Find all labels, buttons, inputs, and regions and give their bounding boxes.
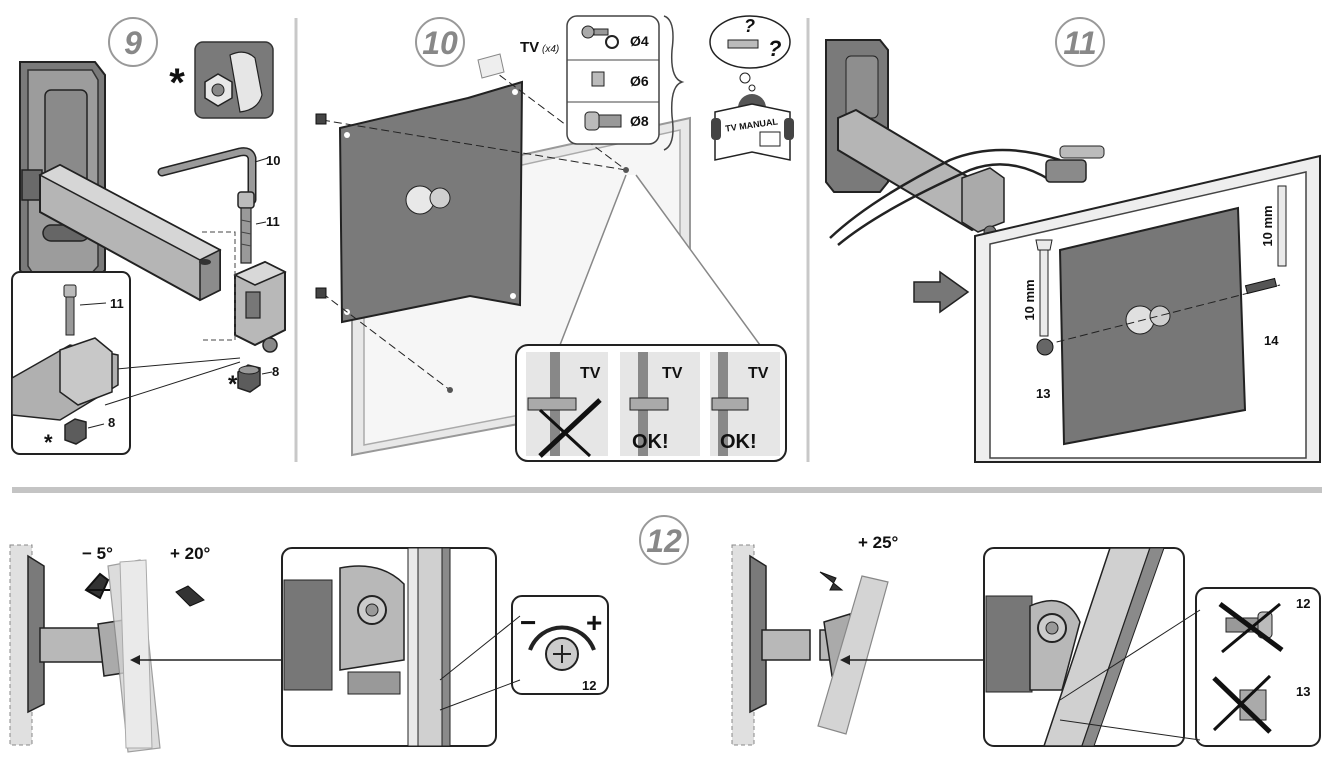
step-12-badge: 12 [639, 515, 689, 565]
do-not-remove-icon: 12 13 [1059, 587, 1321, 747]
lock-nut-icon: * 8 [228, 364, 279, 398]
tilt-right-plus-label: + 25° [858, 533, 899, 552]
step-9-panel: 9 * 10 [11, 17, 287, 455]
label-bolt-12: 12 [1296, 596, 1310, 611]
mounting-screws [315, 53, 629, 393]
case-2-ok: OK! [632, 431, 669, 453]
tv-qty: (x4) [542, 44, 559, 55]
step-10-panel: 10 TV (x4) [315, 15, 794, 462]
tilt-left-diagram: − 5° + 20° [9, 544, 286, 753]
step-11-badge: 11 [1055, 17, 1105, 67]
nut-13-icon: 13 [1036, 338, 1054, 401]
hex-key-icon: 10 [157, 147, 280, 205]
step-12-panel: 12 − 5° + 20° [9, 515, 1321, 753]
screw-size-chart: Ø4 Ø6 Ø8 [566, 15, 685, 151]
label-bolt-14: 14 [1264, 333, 1279, 348]
case-2-tv: TV [662, 365, 683, 382]
nut-13-crossed: 13 [1212, 674, 1310, 734]
check-case-1: TV [526, 352, 608, 458]
label-nut-13-b: 13 [1296, 684, 1310, 699]
tilt-left-detail [281, 547, 497, 747]
panel-dividers [12, 18, 1322, 493]
check-case-2: TV OK! [620, 352, 700, 456]
bolt-14-icon: 14 [1244, 277, 1279, 348]
label-bolt: 11 [266, 214, 280, 229]
wrench-right-icon: 10 mm [1260, 185, 1287, 267]
question-mark-1: ? [744, 16, 755, 36]
screw-size-4: Ø4 [630, 33, 649, 49]
adjust-screw-icon: − + 12 [439, 595, 609, 711]
tilt-plus-label: + 20° [170, 544, 211, 563]
bolt-icon: 11 [237, 191, 280, 264]
tv-label: TV [520, 39, 539, 56]
screw-depth-check: TV TV OK! TV OK! [515, 174, 787, 462]
tilt-right-diagram: + 25° [731, 533, 990, 746]
check-case-3: TV OK! [710, 352, 780, 456]
step-12-number: 12 [646, 523, 682, 559]
label-bolt-inset: 11 [110, 296, 124, 311]
mount-arm [38, 163, 222, 302]
label-hex-key: 10 [266, 153, 280, 168]
step-11-number: 11 [1063, 25, 1096, 61]
case-3-tv: TV [748, 365, 769, 382]
label-nut: 8 [272, 364, 279, 379]
case-1-tv: TV [580, 365, 601, 382]
tv-manual-icon: ? ? TV MANUAL [709, 15, 794, 161]
label-nut-13: 13 [1036, 386, 1050, 401]
hand-tighten-icon: * [169, 41, 274, 119]
cables [829, 145, 1105, 246]
asterisk-mark: * [169, 61, 185, 105]
step-10-badge: 10 [415, 17, 465, 67]
wrench-left-label: 10 mm [1022, 279, 1037, 320]
label-adjust-12: 12 [582, 678, 596, 693]
push-arrow-icon [913, 270, 970, 314]
inset-asterisk: * [44, 430, 53, 455]
tilt-minus-label: − 5° [82, 544, 113, 563]
wrench-left-icon: 10 mm [1022, 239, 1053, 337]
screw-size-6: Ø6 [630, 73, 649, 89]
nut-asterisk: * [228, 371, 238, 398]
wrench-right-label: 10 mm [1260, 205, 1275, 246]
wall-mount-assembly [825, 39, 1005, 239]
bolt-12-crossed: 12 [1218, 596, 1310, 654]
label-nut-inset: 8 [108, 415, 115, 430]
tv-screen [974, 154, 1321, 463]
adjust-minus: − [520, 607, 536, 638]
step-9-inset: 11 * 8 [11, 271, 241, 455]
step-9-number: 9 [124, 25, 142, 61]
tilt-right-detail [983, 547, 1185, 747]
step-9-badge: 9 [108, 17, 158, 67]
step-11-panel: 11 10 mm [825, 17, 1321, 463]
case-3-ok: OK! [720, 431, 757, 453]
step-10-number: 10 [422, 25, 458, 61]
screw-size-8: Ø8 [630, 113, 649, 129]
clamp-icon [202, 231, 287, 353]
adjust-plus: + [586, 607, 602, 638]
question-mark-2: ? [768, 36, 781, 61]
vesa-plate [338, 80, 524, 324]
